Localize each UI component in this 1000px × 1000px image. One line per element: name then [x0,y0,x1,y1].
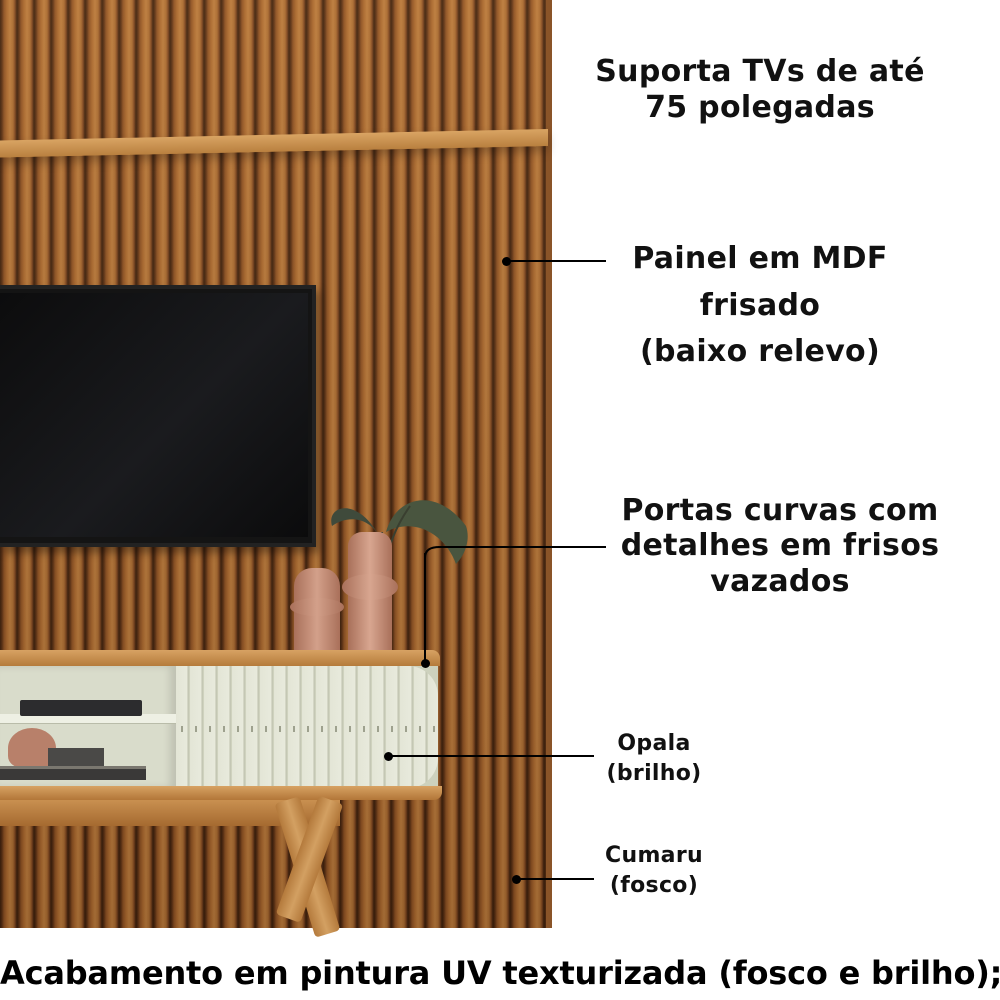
finish-caption: Acabamento em pintura UV texturizada (fo… [0,954,1000,992]
opala-line-1: Opala [617,731,691,756]
cumaru-callout-line [516,878,594,880]
tv-screen [0,293,308,537]
panel-line-2: frisado [699,287,821,323]
small-vase [290,568,344,656]
tv-stand-top [0,650,440,666]
cumaru-label: Cumaru (fosco) [584,841,724,900]
doors-line-1: Portas curvas com [621,493,939,528]
tv-stand-inner-shelf [0,714,176,724]
doors-line-2: detalhes em frisos [620,528,940,564]
books [0,766,146,780]
tv-stand-bottom [0,786,442,800]
tv-support-line-2: 75 polegadas [645,90,875,125]
tv-support-line-1: Suporta TVs de até [595,54,925,89]
tv-support-label: Suporta TVs de até 75 polegadas [560,54,960,126]
doors-callout-curve [424,546,441,558]
panel-line-3: (baixo relevo) [640,334,880,369]
tall-vase [342,532,398,656]
doors-callout-dot [421,659,430,668]
panel-line-1: Painel em MDF [632,241,888,276]
panel-edge [546,0,552,928]
opala-label: Opala (brilho) [584,729,724,788]
opala-line-2: (brilho) [606,760,702,786]
doors-line-3: vazados [710,563,850,599]
panel-callout-line [506,260,606,262]
cumaru-line-2: (fosco) [609,872,699,898]
doors-callout-line-vertical [424,553,426,663]
cumaru-line-1: Cumaru [605,843,703,868]
television [0,285,316,547]
doors-callout-line [438,546,606,548]
decor-box [48,748,104,766]
panel-label: Painel em MDF frisado (baixo relevo) [560,236,960,376]
media-device [20,700,142,716]
doors-label: Portas curvas com detalhes em frisos vaz… [600,493,960,599]
curved-slatted-door [176,666,438,788]
opala-callout-line [388,755,594,757]
